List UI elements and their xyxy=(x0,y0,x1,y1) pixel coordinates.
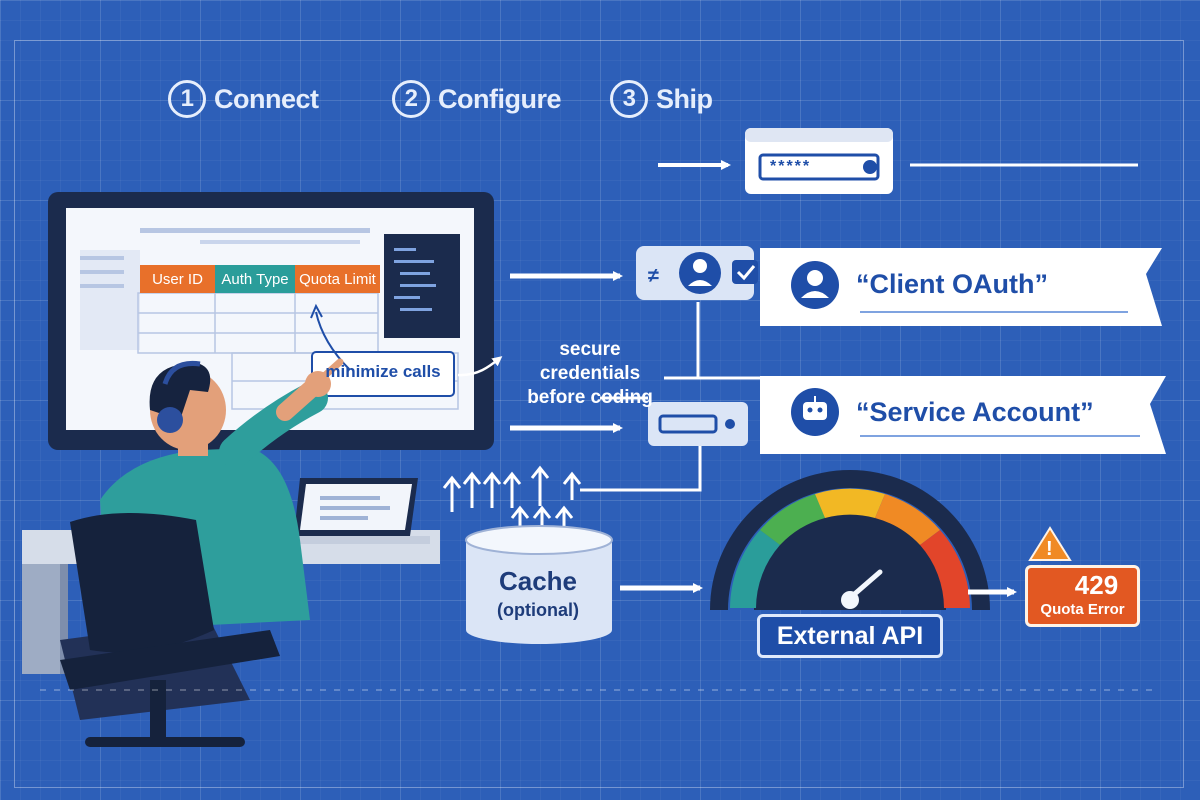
step-connect: 1 Connect xyxy=(168,80,319,118)
svg-text:!: ! xyxy=(1046,538,1053,560)
secure-line-1: secure credentials xyxy=(539,339,641,384)
step-ship: 3 Ship xyxy=(610,80,713,118)
service-account-label: “Service Account” xyxy=(856,392,1094,432)
cache-cylinder xyxy=(465,525,613,644)
step-label: Connect xyxy=(214,83,319,114)
secure-line-2: before coding xyxy=(527,387,653,408)
client-oauth-label: “Client OAuth” xyxy=(856,264,1048,304)
callout-arrow xyxy=(457,356,503,377)
laptop xyxy=(270,478,430,544)
quota-gauge xyxy=(710,470,990,610)
header-block-orange xyxy=(140,265,215,293)
external-api-label: External API xyxy=(757,614,943,658)
quota-error-badge: 429 Quota Error xyxy=(1025,565,1140,627)
password-card xyxy=(745,128,893,194)
error-code: 429 xyxy=(1074,570,1119,600)
cache-title: Cache xyxy=(498,566,578,596)
error-label: Quota Error xyxy=(1040,601,1125,618)
service-account-node xyxy=(648,402,748,446)
header-block-teal xyxy=(215,265,295,293)
robot-icon xyxy=(791,388,839,436)
step-configure: 2 Configure xyxy=(392,80,562,118)
upload-arrows xyxy=(442,465,582,536)
oauth-node: ≠ xyxy=(636,246,758,300)
step-number: 3 xyxy=(610,80,648,118)
warning-icon: ! xyxy=(1028,526,1072,561)
column-header-quota-limit: Quota Limit xyxy=(299,270,376,288)
step-number: 2 xyxy=(392,80,430,118)
column-header-user-id: User ID xyxy=(152,270,203,288)
svg-text:≠: ≠ xyxy=(648,265,659,287)
step-label: Ship xyxy=(656,83,713,114)
password-input[interactable]: ***** xyxy=(770,158,812,175)
chair xyxy=(60,512,280,747)
step-label: Configure xyxy=(438,83,562,114)
header-block-orange xyxy=(295,265,380,293)
cache-subtitle: (optional) xyxy=(497,600,579,620)
column-header-auth-type: Auth Type xyxy=(221,270,289,288)
secure-credentials-note: secure credentials before coding xyxy=(510,338,670,410)
minimize-calls-note: minimize calls xyxy=(325,362,441,381)
minimize-note-box xyxy=(310,303,455,397)
step-number: 1 xyxy=(168,80,206,118)
